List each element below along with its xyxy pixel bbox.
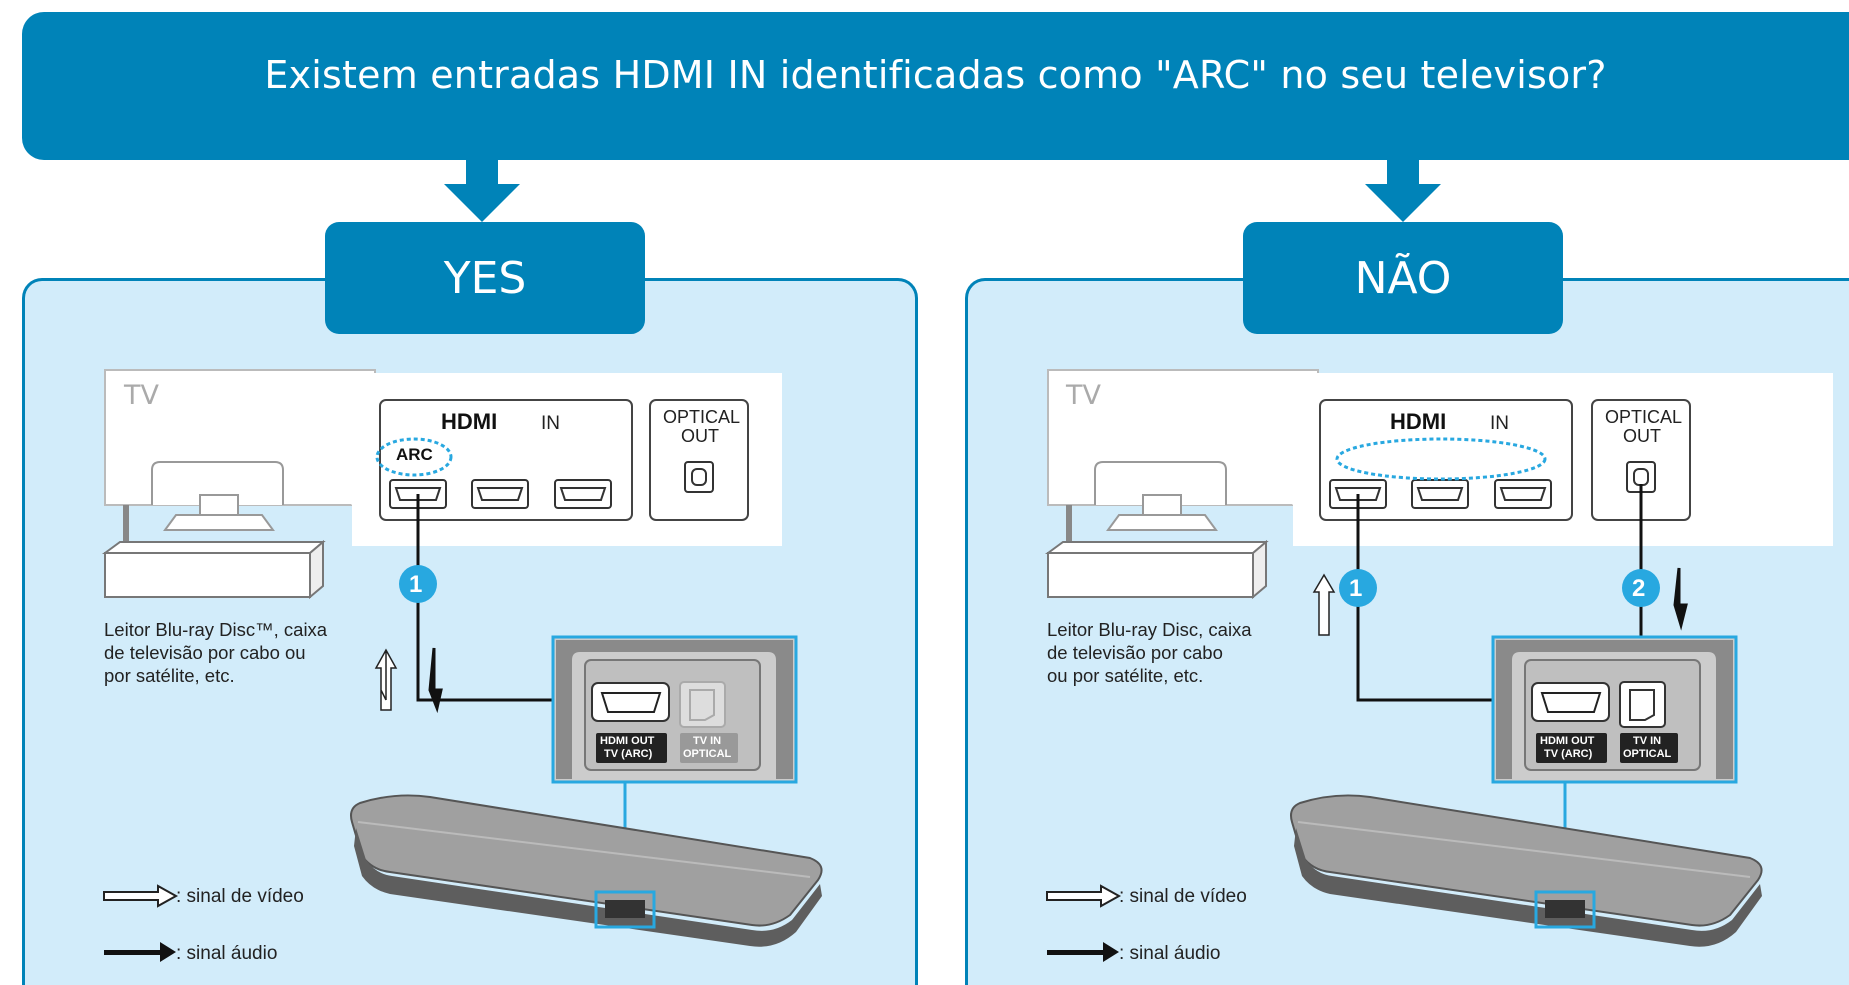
video-legend-icon xyxy=(1046,884,1122,908)
no-tab: NÃO xyxy=(1243,222,1563,334)
jack-hdmi-line2: TV (ARC) xyxy=(1544,748,1593,760)
step-1-badge: 1 xyxy=(1349,575,1363,602)
optical-out-line1: OPTICAL xyxy=(1605,407,1683,427)
optical-out-line2: OUT xyxy=(1623,426,1661,446)
hdmi-in-label: IN xyxy=(1490,413,1509,434)
jack-hdmi-line1: HDMI OUT xyxy=(600,735,655,747)
soundbar-icon xyxy=(350,794,823,947)
legend-video-text: : sinal de vídeo xyxy=(176,886,304,907)
audio-signal-arrow-icon xyxy=(428,647,443,714)
down-arrow-icon xyxy=(1365,160,1441,222)
optical-out-line1: OPTICAL xyxy=(663,407,741,427)
no-connection-illustration: HDMI xyxy=(1044,369,1833,962)
tv-label: TV xyxy=(1066,380,1101,411)
yes-connection-illustration: HDMI xyxy=(101,369,823,962)
legend-video-text: : sinal de vídeo xyxy=(1119,886,1247,907)
jack-optical-line1: TV IN xyxy=(1633,735,1662,747)
jack-hdmi-line2: TV (ARC) xyxy=(604,748,653,760)
tv-label: TV xyxy=(124,380,159,411)
question-title: Existem entradas HDMI IN identificadas c… xyxy=(264,53,1607,97)
video-signal-arrow-icon xyxy=(374,648,398,711)
jack-optical-line1: TV IN xyxy=(693,735,722,747)
question-banner: Existem entradas HDMI IN identificadas c… xyxy=(22,12,1849,160)
jack-hdmi-line1: HDMI OUT xyxy=(1540,735,1595,747)
audio-legend-icon xyxy=(104,942,176,962)
arc-label: ARC xyxy=(396,445,433,464)
set-top-box-icon xyxy=(1044,539,1269,600)
device-note: Leitor Blu-ray Disc, caixa de televisão … xyxy=(1047,619,1252,686)
optical-out-line2: OUT xyxy=(681,426,719,446)
step-2-badge: 2 xyxy=(1632,575,1646,602)
jack-optical-line2: OPTICAL xyxy=(683,748,732,760)
legend-audio-text: : sinal áudio xyxy=(176,943,278,964)
no-tab-label: NÃO xyxy=(1354,252,1452,304)
video-signal-arrow-icon xyxy=(1312,573,1336,636)
video-legend-icon xyxy=(103,884,179,908)
hdmi-logo: HDMI xyxy=(441,409,497,434)
down-arrow-icon xyxy=(444,160,520,222)
step-1-badge: 1 xyxy=(409,571,423,598)
audio-signal-arrow-icon xyxy=(1673,567,1688,631)
legend-audio-text: : sinal áudio xyxy=(1119,943,1221,964)
audio-legend-icon xyxy=(1047,942,1119,962)
set-top-box-icon xyxy=(101,539,326,600)
hdmi-logo: HDMI xyxy=(1390,409,1446,434)
soundbar-icon xyxy=(1290,794,1763,947)
yes-tab-label: YES xyxy=(443,252,527,304)
yes-tab: YES xyxy=(325,222,645,334)
device-note: Leitor Blu-ray Disc™, caixa de televisão… xyxy=(104,619,328,686)
jack-optical-line2: OPTICAL xyxy=(1623,748,1672,760)
hdmi-in-label: IN xyxy=(541,413,560,434)
